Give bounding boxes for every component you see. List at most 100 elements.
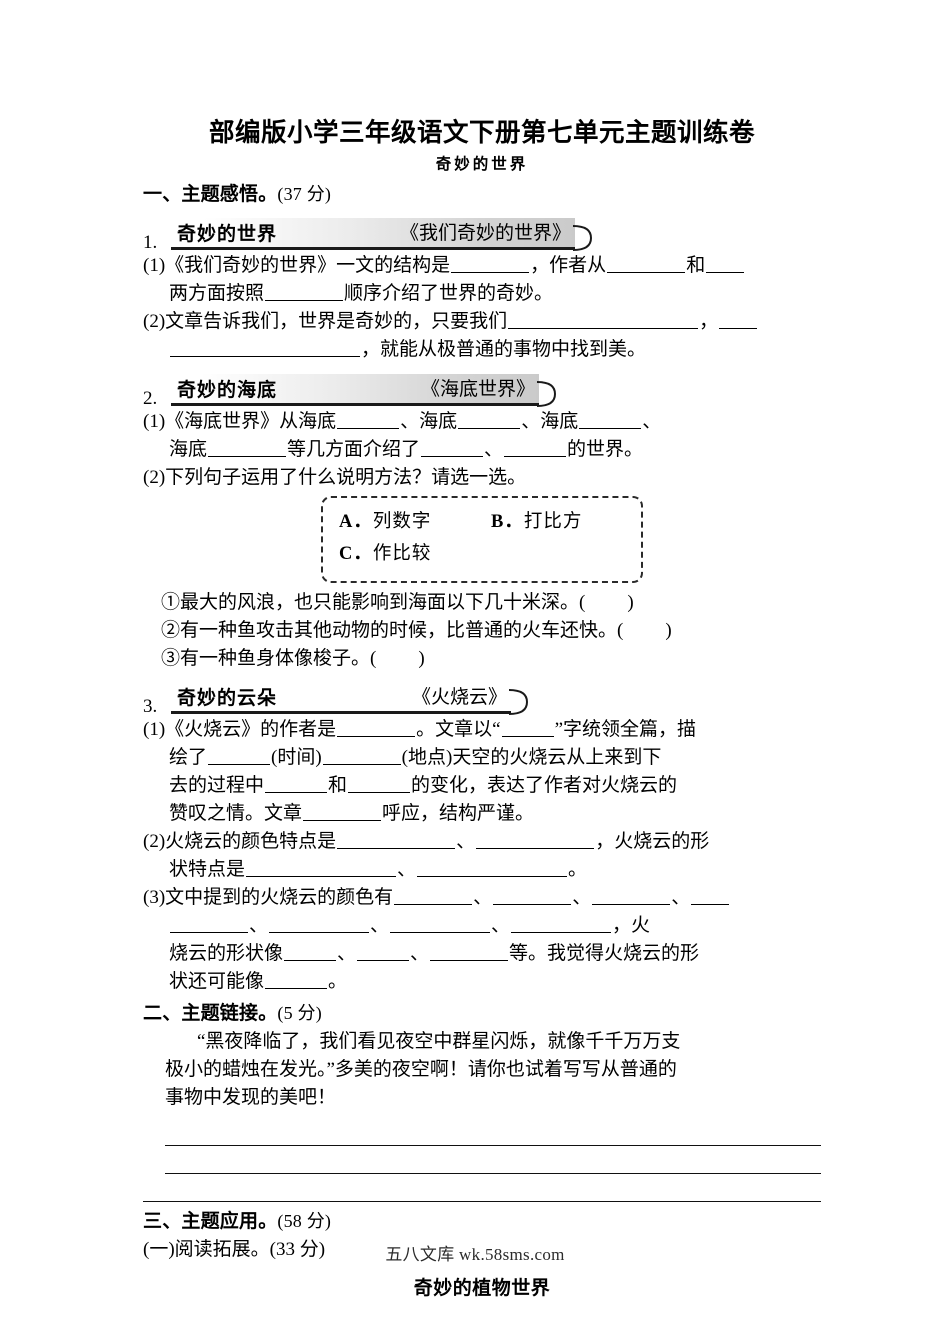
blank-field[interactable]: [357, 942, 410, 961]
banner-tail-arc-icon-1: [573, 222, 599, 252]
blank-field[interactable]: [337, 410, 400, 430]
option-c[interactable]: C．作比较: [339, 538, 491, 570]
item-1-q1-text-c: 和: [686, 255, 706, 277]
blank-field[interactable]: [170, 338, 360, 358]
blank-field[interactable]: [170, 914, 248, 933]
item-3-q1: (1)《火烧云》的作者是。文章以“”字统领全篇，描 绘了(时间)(地点)天空的火…: [143, 716, 821, 828]
blank-field[interactable]: [337, 830, 456, 850]
sentence-close: ): [665, 619, 672, 641]
blank-field[interactable]: [501, 718, 554, 738]
item-3-q3-t1: 文中提到的火烧云的颜色有: [165, 887, 394, 908]
blank-field[interactable]: [579, 410, 642, 430]
blank-field[interactable]: [417, 858, 568, 878]
item-1-q1-text-a: 《我们奇妙的世界》一文的结构是: [165, 255, 451, 277]
blank-field[interactable]: [430, 942, 509, 961]
sentence-text: 最大的风浪，也只能影响到海面以下几十米深。(: [180, 591, 586, 613]
item-2-sentence-3: ③有一种鱼身体像梭子。(): [143, 645, 821, 673]
item-1-q2: (2)文章告诉我们，世界是奇妙的，只要我们， ，就能从极普通的事物中找到美。: [143, 308, 821, 364]
item-3-banner-row: 3. 奇妙的云朵 《火烧云》: [143, 676, 821, 716]
blank-field[interactable]: [390, 914, 491, 933]
writing-line[interactable]: [143, 1174, 821, 1202]
blank-field[interactable]: [719, 310, 758, 330]
item-2-q1-t7: 、: [484, 438, 504, 460]
item-3-q3-tag: (3): [143, 887, 166, 908]
item-1-banner-label: 奇妙的世界: [177, 223, 278, 246]
blank-field[interactable]: [511, 914, 612, 933]
option-b[interactable]: B．打比方: [491, 511, 582, 532]
blank-field[interactable]: [208, 438, 287, 457]
item-3-q3-t3: 、: [572, 887, 592, 908]
item-2-q1-t2: 、海底: [400, 411, 458, 433]
item-3-q3-t14: 。: [328, 970, 348, 992]
item-3-q1-t3: ”字统领全篇，描: [554, 719, 697, 741]
item-2-number: 2.: [143, 388, 158, 410]
item-3-q3-t7: 、: [491, 914, 511, 936]
blank-field[interactable]: [504, 438, 567, 457]
blank-field[interactable]: [592, 886, 671, 905]
theme-link-quote-cont: 极小的蜡烛在发光。”多美的夜空啊！请你也试着写写从普通的: [143, 1056, 821, 1084]
item-2-banner: 奇妙的海底 《海底世界》: [171, 374, 539, 407]
item-3-q3-t9: 烧云的形状像: [169, 942, 284, 964]
item-2-q2: (2)下列句子运用了什么说明方法？请选一选。: [143, 464, 821, 492]
blank-field[interactable]: [322, 746, 401, 766]
sentence-marker: ①: [161, 591, 181, 613]
blank-field[interactable]: [394, 886, 473, 905]
item-2-q1-t8: 的世界。: [567, 438, 644, 460]
item-3-q1-t8: 和: [328, 775, 348, 797]
option-b-text: 打比方: [523, 510, 583, 532]
item-2-banner-row: 2. 奇妙的海底 《海底世界》: [143, 368, 821, 408]
item-3-q1-t1: 《火烧云》的作者是: [165, 719, 337, 741]
item-3-q3: (3)文中提到的火烧云的颜色有、、、 、、、，火 烧云的形状像、、等。我觉得火烧…: [143, 884, 821, 996]
option-a-text: 列数字: [372, 510, 432, 532]
item-3-q3-t4: 、: [671, 887, 691, 908]
option-row-2: C．作比较: [339, 538, 625, 570]
blank-field[interactable]: [451, 254, 530, 274]
quote-line-2: 极小的蜡烛在发光。”多美的夜空啊！请你也试着写写从普通的: [165, 1059, 677, 1081]
section-1-label: 一、主题感悟。: [143, 182, 278, 205]
item-1-number: 1.: [143, 232, 158, 254]
page-subtitle: 奇妙的世界: [435, 153, 529, 173]
blank-field[interactable]: [265, 970, 328, 989]
blank-field[interactable]: [265, 774, 328, 794]
blank-field[interactable]: [269, 914, 370, 933]
item-3-q1-t10: 赞叹之情。文章: [169, 803, 303, 825]
blank-field[interactable]: [246, 858, 397, 878]
blank-field[interactable]: [421, 438, 484, 457]
blank-field[interactable]: [476, 830, 595, 850]
item-3-q2-t5: 、: [397, 859, 417, 881]
blank-field[interactable]: [706, 254, 745, 274]
writing-line[interactable]: [165, 1118, 821, 1146]
blank-field[interactable]: [208, 746, 271, 766]
item-1-banner-ref: 《我们奇妙的世界》: [399, 222, 571, 245]
blank-field[interactable]: [508, 310, 699, 330]
blank-field[interactable]: [691, 886, 730, 905]
item-3-q3-t5: 、: [249, 914, 269, 936]
blank-field[interactable]: [284, 942, 337, 961]
option-a[interactable]: A．列数字: [339, 506, 491, 538]
sentence-marker: ②: [161, 619, 181, 641]
item-1-banner: 奇妙的世界 《我们奇妙的世界》: [171, 218, 575, 251]
footer-watermark: 五八文库 wk.58sms.com: [385, 1245, 565, 1264]
item-3-q1-t11: 呼应，结构严谨。: [382, 803, 535, 825]
item-3-q2-t1: 火烧云的颜色特点是: [165, 831, 337, 853]
page-content: 部编版小学三年级语文下册第七单元主题训练卷 奇妙的世界 一、主题感悟。(37 分…: [143, 118, 821, 1300]
blank-field[interactable]: [607, 254, 686, 274]
blank-field[interactable]: [493, 886, 572, 905]
blank-field[interactable]: [458, 410, 521, 430]
sentence-marker: ③: [161, 647, 181, 669]
section-2-label: 二、主题链接。: [143, 1001, 278, 1024]
item-2-q1-t5: 海底: [169, 438, 208, 460]
item-3-q1-t9: 的变化，表达了作者对火烧云的: [411, 775, 678, 797]
item-2-q1-t1: 《海底世界》从海底: [165, 411, 337, 433]
blank-field[interactable]: [265, 282, 344, 302]
writing-line[interactable]: [165, 1146, 821, 1174]
blank-field[interactable]: [303, 802, 382, 822]
item-3-q2-t3: ，火烧云的形: [595, 831, 710, 853]
blank-field[interactable]: [337, 718, 416, 738]
option-c-label: C．: [339, 544, 373, 565]
section-heading-2: 二、主题链接。(5 分): [143, 999, 821, 1028]
blank-field[interactable]: [348, 774, 411, 794]
subsection-label: (一)阅读拓展。: [143, 1239, 270, 1261]
item-2-q1-t4: 、: [642, 411, 662, 433]
